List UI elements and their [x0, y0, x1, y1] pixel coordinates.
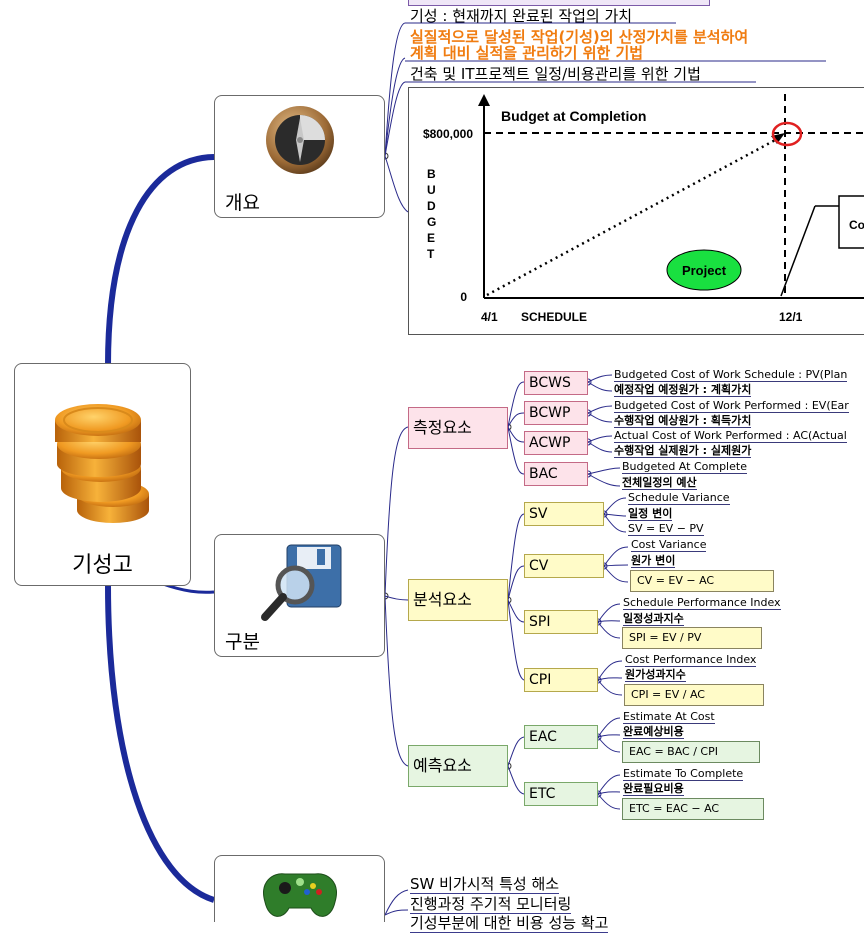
bac-marker-circle: [771, 121, 803, 147]
sv-kr: 일정 변이: [628, 507, 673, 521]
spi-formula-box: SPI = EV / PV: [622, 627, 762, 649]
x-tick-end: 12/1: [779, 310, 803, 324]
topic-overview-label: 개요: [225, 192, 260, 214]
y-tick-top: $800,000: [423, 127, 473, 141]
topic-classification[interactable]: 구분: [214, 534, 385, 657]
ylabel-letter-1: U: [427, 183, 436, 197]
cpi-formula-box: CPI = EV / AC: [624, 684, 764, 706]
item-bcwp[interactable]: BCWP: [524, 401, 588, 425]
magnifier-disk-icon: [261, 544, 342, 621]
y-tick-zero: 0: [460, 290, 467, 304]
overview-note-4: 건축 및 IT프로젝트 일정/비용관리를 위한 기법: [410, 65, 701, 83]
topic-benefits[interactable]: [214, 855, 385, 922]
item-bac[interactable]: BAC: [524, 462, 588, 486]
planned-value-line: [486, 136, 780, 297]
benefit-note-1: SW 비가시적 특성 해소: [410, 875, 560, 894]
y-axis-arrow: [478, 94, 490, 106]
ylabel-letter-2: D: [427, 199, 436, 213]
overview-note-2: 실질적으로 달성된 작업(기성)의 산정가치를 분석하여: [410, 28, 749, 46]
item-cpi[interactable]: CPI: [524, 668, 598, 692]
project-bubble-label: Project: [682, 263, 727, 278]
group-predict[interactable]: 예측요소: [408, 745, 508, 787]
etc-formula-box: ETC = EAC − AC: [622, 798, 764, 820]
item-acwp[interactable]: ACWP: [524, 431, 588, 455]
earned-value-chart: T Co Project Budget at Completion $800,0…: [408, 87, 864, 335]
sv-formula: SV = EV − PV: [628, 522, 704, 536]
topic-overview[interactable]: 개요: [214, 95, 385, 218]
group-measure[interactable]: 측정요소: [408, 407, 508, 449]
cpi-kr: 원가성과지수: [625, 668, 686, 682]
central-topic-label: 기성고: [72, 553, 133, 578]
cpi-desc: Cost Performance Index: [625, 653, 757, 667]
bac-kr: 전체일정의 예산: [622, 476, 697, 490]
ylabel-letter-5: T: [427, 247, 435, 261]
cv-desc: Cost Variance: [631, 538, 707, 552]
chart-title: Budget at Completion: [501, 108, 646, 124]
item-sv[interactable]: SV: [524, 502, 604, 526]
benefit-note-3: 기성부분에 대한 비용 성능 확고: [410, 914, 609, 933]
callout-text-2: Co: [849, 218, 864, 232]
cv-kr: 원가 변이: [631, 554, 676, 568]
ylabel-letter-0: B: [427, 167, 436, 181]
ylabel-letter-3: G: [427, 215, 436, 229]
item-eac[interactable]: EAC: [524, 725, 598, 749]
acwp-kr: 수행작업 실제원가 : 실제원가: [614, 444, 752, 458]
sv-desc: Schedule Variance: [628, 491, 730, 505]
planned-value-arrowhead: [771, 133, 785, 144]
group-analysis[interactable]: 분석요소: [408, 579, 508, 621]
spi-desc: Schedule Performance Index: [623, 596, 781, 610]
eac-formula-box: EAC = BAC / CPI: [622, 741, 760, 763]
topic-classification-label: 구분: [225, 631, 260, 653]
spi-kr: 일정성과지수: [623, 612, 684, 626]
item-bcws[interactable]: BCWS: [524, 371, 588, 395]
x-tick-start: 4/1: [481, 310, 498, 324]
central-topic[interactable]: 기성고: [14, 363, 191, 586]
etc-desc: Estimate To Complete: [623, 767, 744, 781]
overview-note-1: 기성 : 현재까지 완료된 작업의 가치: [410, 7, 633, 25]
etc-kr: 완료필요비용: [623, 782, 684, 796]
item-spi[interactable]: SPI: [524, 610, 598, 634]
callout-leader: [780, 205, 816, 297]
earned-value-chart-svg: T Co Project Budget at Completion $800,0…: [423, 94, 864, 324]
eac-desc: Estimate At Cost: [623, 710, 715, 724]
benefit-note-2: 진행과정 주기적 모니터링: [410, 895, 572, 914]
coin-stack-icon: [55, 404, 149, 523]
top-clipped-node: [408, 0, 710, 6]
item-etc[interactable]: ETC: [524, 782, 598, 806]
bcwp-desc: Budgeted Cost of Work Performed : EV(Ear: [614, 399, 849, 413]
project-bubble: [666, 249, 742, 291]
bcws-kr: 예정작업 예정원가 : 계획가치: [614, 383, 752, 397]
cv-formula-box: CV = EV − AC: [630, 570, 774, 592]
callout-box: [838, 195, 864, 249]
compass-icon: [266, 106, 334, 174]
acwp-desc: Actual Cost of Work Performed : AC(Actua…: [614, 429, 847, 443]
bcwp-kr: 수행작업 예상원가 : 획득가치: [614, 414, 752, 428]
overview-note-3: 계획 대비 실적을 관리하기 위한 기법: [410, 44, 644, 62]
x-axis-label: SCHEDULE: [521, 310, 587, 324]
eac-kr: 완료예상비용: [623, 725, 684, 739]
gamepad-icon: [263, 873, 337, 917]
item-cv[interactable]: CV: [524, 554, 604, 578]
ylabel-letter-4: E: [427, 231, 435, 245]
bcws-desc: Budgeted Cost of Work Schedule : PV(Plan: [614, 368, 848, 382]
bac-desc: Budgeted At Complete: [622, 460, 747, 474]
